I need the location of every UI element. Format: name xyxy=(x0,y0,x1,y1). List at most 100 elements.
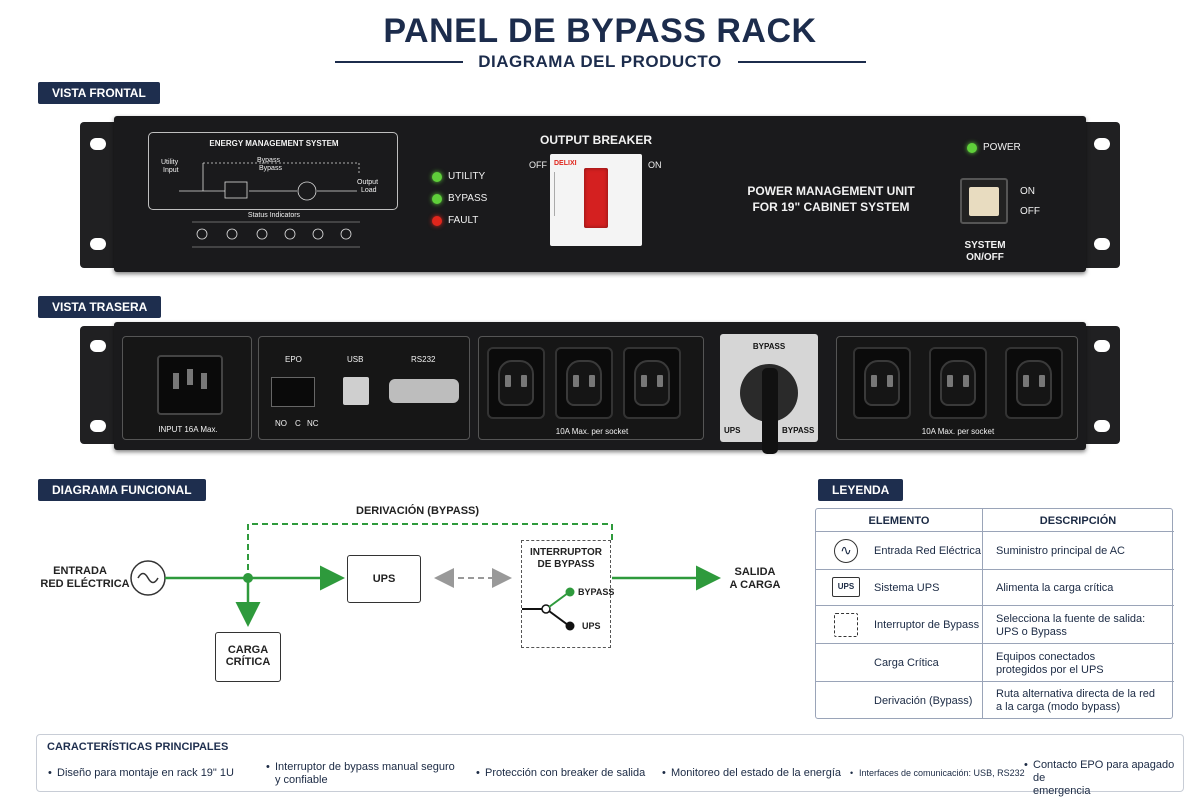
legend-description-2: a la carga (modo bypass) xyxy=(996,701,1121,713)
legend-header-element: ELEMENTO xyxy=(868,515,930,527)
feature-item: •Diseño para montaje en rack 19" 1U xyxy=(48,767,234,779)
legend-element: Entrada Red Eléctrica xyxy=(874,545,981,557)
ems-input-label: Input xyxy=(163,167,179,174)
ups-icon: UPS xyxy=(832,577,860,597)
rack-ear-rear-right xyxy=(1080,326,1120,444)
legend-element: Derivación (Bypass) xyxy=(874,695,973,707)
ems-flow-lines xyxy=(179,162,360,201)
ems-output-label: Output xyxy=(357,179,379,186)
output-socket[interactable] xyxy=(853,347,911,419)
bypass-switch-block: INTERRUPTOR DE BYPASS BYPASS UPS xyxy=(521,540,615,648)
mount-hole xyxy=(1094,420,1110,432)
breaker-off-label: OFF xyxy=(529,160,547,170)
mount-hole xyxy=(90,420,106,432)
section-tag-rear: VISTA TRASERA xyxy=(38,296,162,318)
legend-description: Alimenta la carga crítica xyxy=(996,582,1114,594)
inlet-pin xyxy=(187,369,193,385)
ems-title: ENERGY MANAGEMENT SYSTEM xyxy=(209,139,339,148)
usb-port[interactable] xyxy=(343,377,369,405)
socket-rating-left: 10A Max. per socket xyxy=(555,427,629,436)
legend-column-divider xyxy=(982,509,983,718)
system-onoff-label-2: ON/OFF xyxy=(966,252,1004,263)
critical-load-block: CARGA CRÍTICA xyxy=(215,632,281,682)
indicator-bypass-label: BYPASS xyxy=(448,193,488,204)
power-input-module: INPUT 16A Max. xyxy=(122,336,252,440)
features-title: CARACTERÍSTICAS PRINCIPALES xyxy=(47,741,229,753)
unit-description-line1: POWER MANAGEMENT UNIT xyxy=(747,184,915,198)
switch-bypass-position: BYPASS xyxy=(578,587,615,597)
switch-rocker[interactable] xyxy=(969,187,999,216)
output-breaker[interactable]: DELIXI xyxy=(550,154,642,246)
input-rating-label: INPUT 16A Max. xyxy=(158,425,218,434)
ems-bypass-label-2: Bypass xyxy=(259,165,282,172)
bypass-switch-title: BYPASS xyxy=(752,342,786,351)
legend-description: Ruta alternativa directa de la red xyxy=(996,688,1155,700)
indicator-utility-label: UTILITY xyxy=(448,171,486,182)
mount-hole xyxy=(1094,138,1110,150)
ups-block: UPS xyxy=(347,555,421,603)
breaker-on-label: ON xyxy=(648,160,662,170)
breaker-brand: DELIXI xyxy=(554,160,577,167)
output-socket[interactable] xyxy=(623,347,681,419)
features-box: CARACTERÍSTICAS PRINCIPALES •Diseño para… xyxy=(36,734,1184,797)
switch-off-label: OFF xyxy=(1020,206,1040,217)
subtitle-line-right xyxy=(738,61,866,63)
output-sockets-right: 10A Max. per socket xyxy=(836,336,1078,440)
rs232-port[interactable] xyxy=(389,379,459,403)
output-load-label-1: SALIDA xyxy=(734,566,776,578)
ems-bypass-label: Bypass xyxy=(257,157,280,164)
breaker-toggle[interactable] xyxy=(584,168,608,228)
mount-hole xyxy=(1094,238,1110,250)
ems-diagram-box: ENERGY MANAGEMENT SYSTEM Utility Input B… xyxy=(148,132,398,210)
page-subtitle: DIAGRAMA DEL PRODUCTO xyxy=(478,52,722,71)
usb-label: USB xyxy=(347,355,364,364)
bypass-switch-bypass-label: BYPASS xyxy=(782,426,815,435)
page-title: PANEL DE BYPASS RACK xyxy=(383,12,817,50)
section-tag-front: VISTA FRONTAL xyxy=(38,82,160,104)
legend-table: ELEMENTO DESCRIPCIÓN ∿ Entrada Red Eléct… xyxy=(815,508,1174,719)
mount-hole xyxy=(90,340,106,352)
inlet-pin xyxy=(173,373,179,389)
mains-input-label-2: RED ELÉCTRICA xyxy=(40,578,130,590)
fault-led-icon xyxy=(432,216,442,226)
output-socket[interactable] xyxy=(555,347,613,419)
output-socket[interactable] xyxy=(929,347,987,419)
mains-input-label-1: ENTRADA xyxy=(53,565,107,577)
system-onoff-label-1: SYSTEM xyxy=(964,240,1006,251)
legend-element: Interruptor de Bypass xyxy=(874,619,980,631)
epo-c-label: C xyxy=(295,419,301,428)
iec-inlet[interactable] xyxy=(157,355,223,415)
mount-hole xyxy=(1094,340,1110,352)
epo-terminal[interactable] xyxy=(271,377,315,407)
inlet-pin xyxy=(201,373,207,389)
output-socket[interactable] xyxy=(1005,347,1063,419)
legend-row xyxy=(816,531,1174,532)
socket-rating-right: 10A Max. per socket xyxy=(921,427,995,436)
rotary-handle[interactable] xyxy=(762,368,778,454)
utility-led-icon xyxy=(432,172,442,182)
status-indicators-label: Status Indicators xyxy=(247,212,301,219)
breaker-markings xyxy=(554,172,578,216)
epo-no-label: NO xyxy=(275,419,287,428)
feature-item: •Monitoreo del estado de la energía xyxy=(662,767,842,779)
epo-label: EPO xyxy=(285,355,302,364)
bypass-rotary-switch[interactable] xyxy=(740,364,798,454)
breaker-title: OUTPUT BREAKER xyxy=(539,133,652,147)
legend-row xyxy=(816,643,1174,644)
bypass-switch-block-title-1: INTERRUPTOR xyxy=(529,547,603,558)
bypass-switch-ups-label: UPS xyxy=(724,426,741,435)
rack-ear-front-right xyxy=(1080,122,1120,268)
feature-item: •Interfaces de comunicación: USB, RS232 xyxy=(850,768,1025,778)
switch-symbol xyxy=(522,587,575,631)
indicator-fault-label: FAULT xyxy=(448,215,479,226)
legend-description-2: protegidos por el UPS xyxy=(996,664,1104,676)
ac-source-icon xyxy=(131,561,165,595)
system-power-switch[interactable] xyxy=(960,178,1008,224)
output-socket[interactable] xyxy=(487,347,545,419)
critical-load-label-1: CARGA xyxy=(227,644,269,656)
bypass-led-icon xyxy=(432,194,442,204)
legend-description-2: UPS o Bypass xyxy=(996,626,1067,638)
section-tag-functional: DIAGRAMA FUNCIONAL xyxy=(38,479,206,501)
rack-ear-front-left xyxy=(80,122,120,268)
